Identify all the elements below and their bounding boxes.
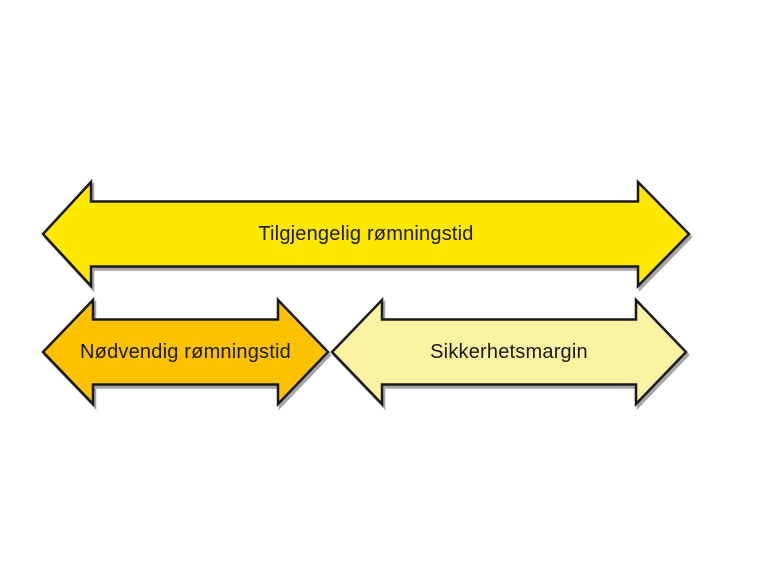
double-arrow-icon bbox=[41, 178, 691, 290]
required-evacuation-time-arrow: Nødvendig rømningstid bbox=[40, 296, 331, 408]
double-arrow-shape bbox=[330, 296, 688, 408]
double-arrow-icon bbox=[41, 296, 330, 408]
double-arrow-shape bbox=[41, 178, 691, 290]
double-arrow-icon bbox=[330, 296, 688, 408]
available-evacuation-time-arrow: Tilgjengelig rømningstid bbox=[40, 178, 692, 290]
safety-margin-arrow: Sikkerhetsmargin bbox=[329, 296, 689, 408]
double-arrow-shape bbox=[41, 296, 330, 408]
